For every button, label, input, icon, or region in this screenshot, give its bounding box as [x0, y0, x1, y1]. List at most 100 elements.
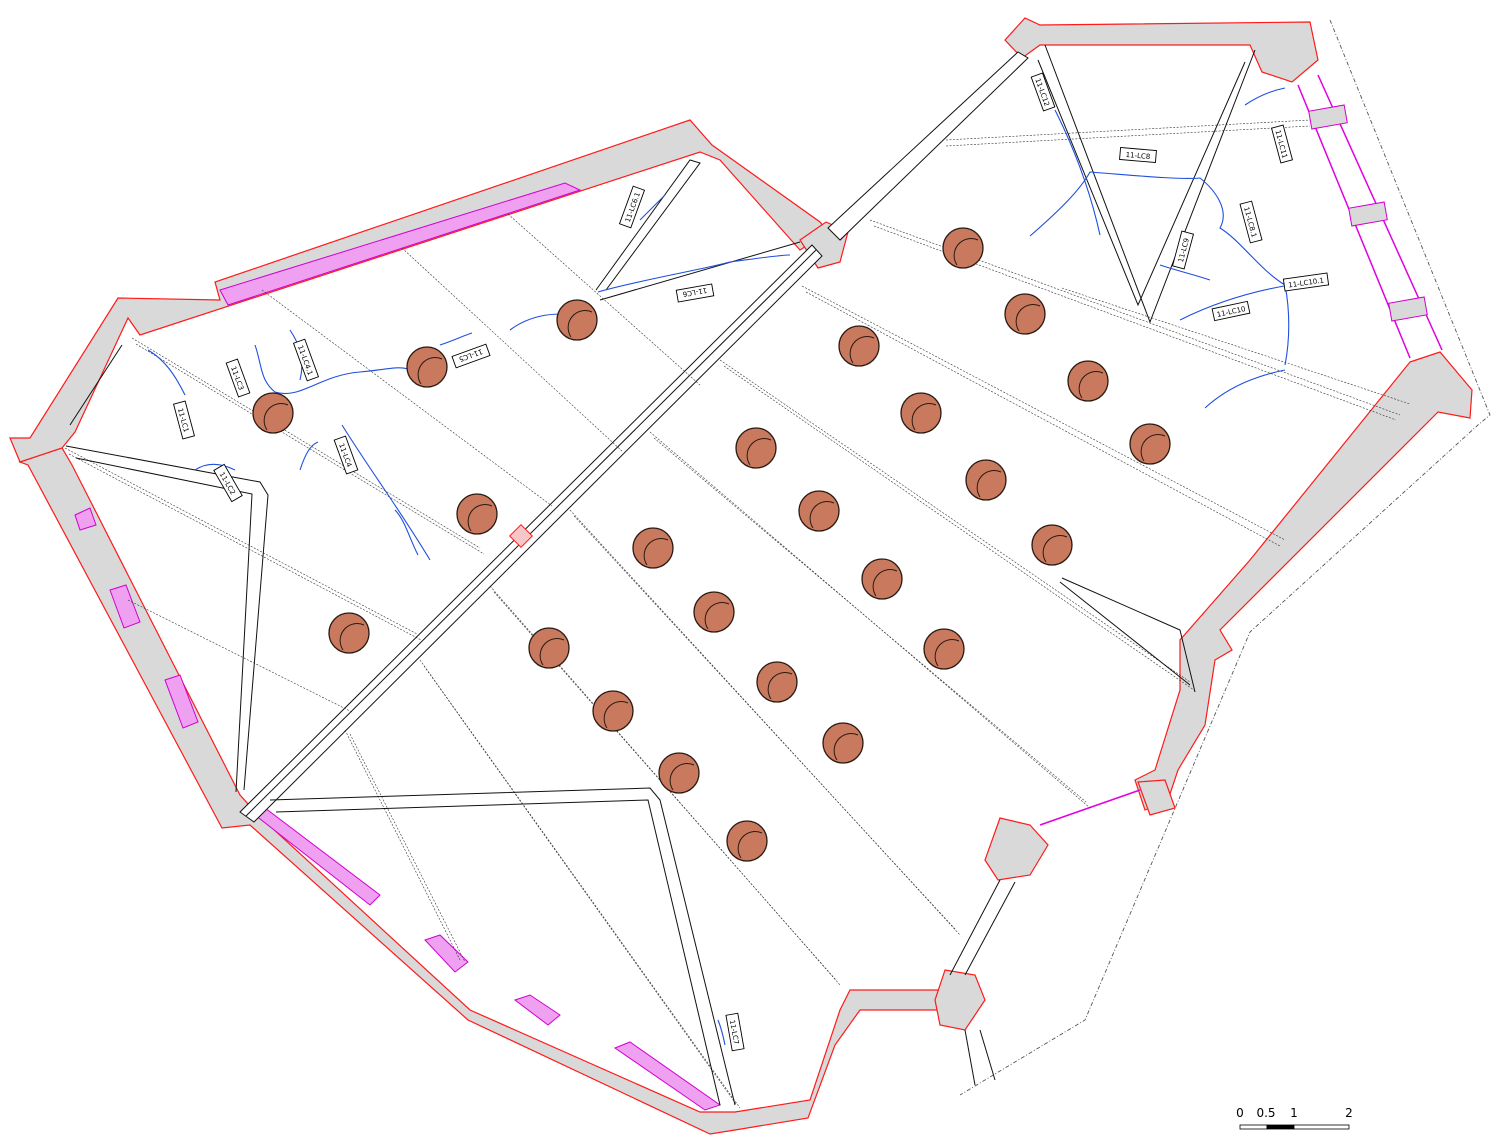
- wall-north-east: [1004, 17, 1319, 83]
- crack-12: [1029, 171, 1290, 366]
- scale-tick-0-5: 0.5: [1256, 1106, 1275, 1120]
- rosette-rim-19: [934, 639, 960, 667]
- rosette-rim-13: [976, 470, 1002, 498]
- tag-lc10-1: 11-LC10.1: [1282, 272, 1330, 292]
- rosettes: [252, 227, 1171, 862]
- tag-lc7: 11-LC7: [725, 1012, 745, 1052]
- tag-lc6: 11-LC6: [675, 283, 715, 303]
- rosette-21: [756, 661, 798, 703]
- rosette-rim-12: [1140, 434, 1166, 462]
- tag-lc6-1: 11-LC6.1: [618, 185, 646, 229]
- rosette-rim-23: [833, 733, 859, 761]
- tag-lc8: 11-LC8: [1119, 146, 1157, 164]
- joists: [64, 119, 1411, 1109]
- rosette-7: [1004, 293, 1046, 335]
- window-south-1: [254, 807, 381, 906]
- rosette-8: [838, 325, 880, 367]
- window-west-3: [164, 674, 199, 729]
- rosette-rim-6: [953, 238, 979, 266]
- east-bracket-2: [1348, 201, 1388, 227]
- main-beam: [239, 51, 1029, 823]
- crack-tags: 11-LC1 11-LC2 11-LC3 11-LC4 11-LC4.1 11-…: [172, 72, 1330, 1052]
- crack-16: [1244, 87, 1286, 106]
- east-bracket-3: [1388, 296, 1428, 322]
- tag-lc2: 11-LC2: [213, 463, 243, 503]
- rosette-25: [726, 820, 768, 862]
- rosette-rim-2: [417, 357, 443, 385]
- crack-13: [1054, 109, 1101, 236]
- scale-tick-0: 0: [1236, 1106, 1244, 1120]
- crack-10: [597, 254, 791, 293]
- window-north: [219, 182, 582, 306]
- crack-2: [194, 463, 236, 471]
- rosette-6: [942, 227, 984, 269]
- rosette-rim-7: [1015, 304, 1041, 332]
- crack-8: [439, 332, 473, 346]
- scale-seg-2: [1266, 1124, 1295, 1130]
- crack-7: [394, 509, 419, 556]
- rosette-14: [798, 490, 840, 532]
- braces: [65, 44, 1428, 1106]
- beam-pier: [508, 523, 534, 549]
- rosette-rim-10: [911, 403, 937, 431]
- wall-east: [1134, 351, 1473, 811]
- tag-lc8-label: 11-LC8: [1125, 151, 1150, 161]
- window-south-2: [424, 934, 469, 973]
- rosette-18: [693, 591, 735, 633]
- rosette-rim-17: [872, 569, 898, 597]
- window-west-2: [109, 584, 141, 629]
- crack-11: [639, 194, 666, 221]
- wall-south-east-pier: [984, 817, 1049, 881]
- rosette-9: [1067, 360, 1109, 402]
- rosette-17: [861, 558, 903, 600]
- rosette-24: [658, 752, 700, 794]
- rosette-rim-25: [737, 831, 763, 859]
- rosette-22: [592, 690, 634, 732]
- rosette-12: [1129, 423, 1171, 465]
- rosette-rim-4: [467, 504, 493, 532]
- rosette-16: [632, 527, 674, 569]
- window-south-3: [513, 994, 561, 1026]
- exterior-dash-outline: [959, 19, 1491, 1096]
- tag-lc9: 11-LC9: [1171, 230, 1195, 270]
- rosette-20: [528, 627, 570, 669]
- tag-lc4-1: 11-LC4.1: [292, 338, 320, 382]
- rosette-rim-3: [567, 310, 593, 338]
- crack-3: [254, 344, 411, 395]
- rosette-rim-22: [603, 701, 629, 729]
- tag-lc11: 11-LC11: [1270, 124, 1294, 164]
- wall-south-pier: [934, 969, 986, 1031]
- pink-line-se: [1039, 789, 1141, 826]
- windows: [74, 54, 1443, 1111]
- rosette-3: [556, 299, 598, 341]
- rosette-rim-14: [809, 501, 835, 529]
- tag-lc1: 11-LC1: [172, 400, 196, 440]
- window-west-1: [74, 507, 97, 531]
- rosette-4: [456, 493, 498, 535]
- rosette-rim-21: [767, 672, 793, 700]
- rosette-11: [735, 427, 777, 469]
- scale-tick-2: 2: [1345, 1106, 1353, 1120]
- wall-east-corner: [1137, 779, 1176, 816]
- scale-seg-3: [1293, 1124, 1350, 1130]
- rosette-23: [822, 722, 864, 764]
- crack-6: [341, 424, 431, 561]
- rosette-rim-24: [669, 763, 695, 791]
- crack-15: [1204, 369, 1286, 409]
- rosette-rim-16: [643, 538, 669, 566]
- rosette-rim-8: [849, 336, 875, 364]
- rosette-rim-11: [746, 438, 772, 466]
- rosette-10: [900, 392, 942, 434]
- crack-5: [299, 441, 319, 471]
- crack-1: [147, 349, 186, 396]
- cracks: [147, 87, 1291, 1046]
- east-bracket-1: [1308, 104, 1348, 130]
- rosette-rim-18: [704, 602, 730, 630]
- rosette-2: [406, 346, 448, 388]
- rosette-19: [923, 628, 965, 670]
- tag-lc3: 11-LC3: [225, 358, 251, 398]
- crack-18: [717, 1019, 726, 1046]
- tag-lc4: 11-LC4: [333, 435, 359, 475]
- rosette-1: [252, 392, 294, 434]
